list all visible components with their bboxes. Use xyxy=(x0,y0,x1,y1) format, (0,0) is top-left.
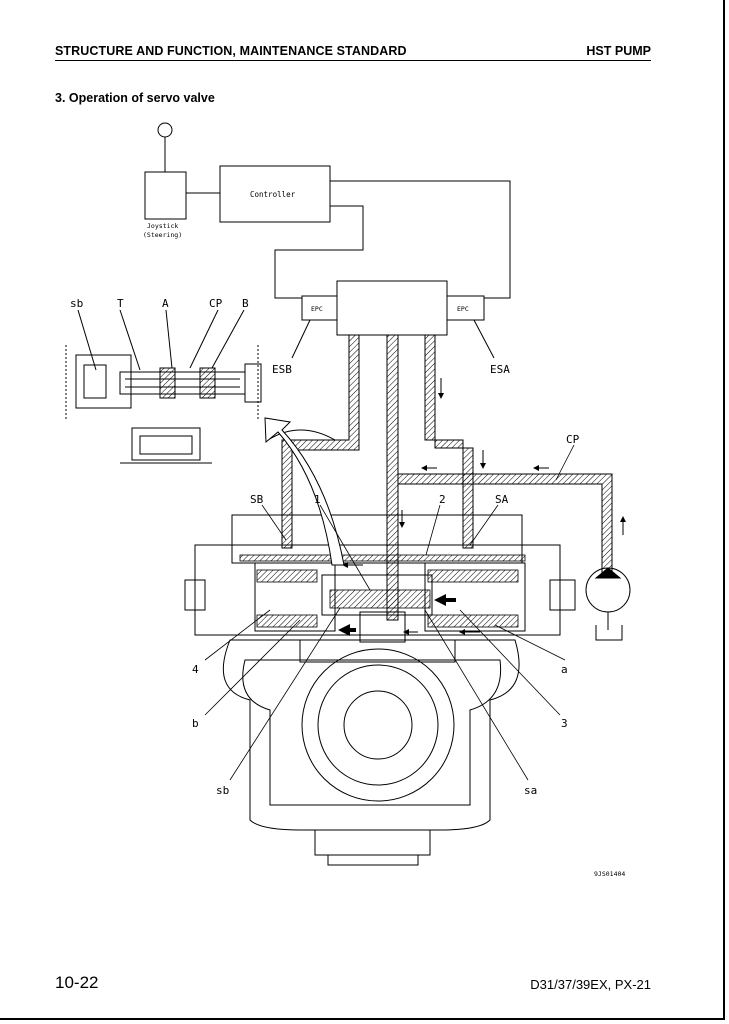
section-title: 3. Operation of servo valve xyxy=(55,91,215,105)
label-b: b xyxy=(192,717,199,730)
joystick xyxy=(144,122,187,220)
header-topic: HST PUMP xyxy=(586,44,651,58)
controller-box xyxy=(219,165,331,223)
header-rule xyxy=(55,60,651,61)
esa-label: ESA xyxy=(490,363,510,376)
label-a: a xyxy=(561,663,568,676)
controller-label: Controller xyxy=(250,190,296,199)
inset-valve-detail xyxy=(65,309,262,464)
callout-3: 3 xyxy=(561,717,568,730)
callout-leaders xyxy=(204,444,575,781)
epc-left-label: EPC xyxy=(311,305,323,313)
joystick-label: Joystick xyxy=(147,222,178,230)
wire-controller-esb xyxy=(274,205,364,299)
hydraulic-pump-symbol xyxy=(585,567,631,641)
cp-label: CP xyxy=(566,433,580,446)
servo-piston xyxy=(239,554,526,628)
model-designation: D31/37/39EX, PX-21 xyxy=(530,977,651,992)
inset-t-label: T xyxy=(117,297,124,310)
inset-cp-label: CP xyxy=(209,297,223,310)
joystick-sub-label: (Steering) xyxy=(143,231,182,239)
epc-right-box xyxy=(446,295,485,321)
bold-arrows xyxy=(338,594,456,636)
oil-lines xyxy=(281,334,613,621)
callout-2: 2 xyxy=(439,493,446,506)
epc-left-box xyxy=(301,295,338,321)
callout-1: 1 xyxy=(314,493,321,506)
figure-code: 9JS01404 xyxy=(594,870,625,878)
page-number: 10-22 xyxy=(55,973,99,992)
wire-controller-esa xyxy=(330,180,511,299)
sa-lower-label: sa xyxy=(524,784,537,797)
pump-body xyxy=(184,514,576,866)
header-section-title: STRUCTURE AND FUNCTION, MAINTENANCE STAN… xyxy=(55,44,407,58)
sa-upper-label: SA xyxy=(495,493,509,506)
esb-label: ESB xyxy=(272,363,292,376)
epc-center-block xyxy=(336,280,448,336)
inset-sb-label: sb xyxy=(70,297,83,310)
inset-a-label: A xyxy=(162,297,169,310)
sb-lower-label: sb xyxy=(216,784,229,797)
callout-4: 4 xyxy=(192,663,199,676)
flow-arrows xyxy=(267,378,626,635)
inset-b-label: B xyxy=(242,297,249,310)
epc-right-label: EPC xyxy=(457,305,469,313)
sb-upper-label: SB xyxy=(250,493,264,506)
curved-large-arrow xyxy=(264,417,345,566)
